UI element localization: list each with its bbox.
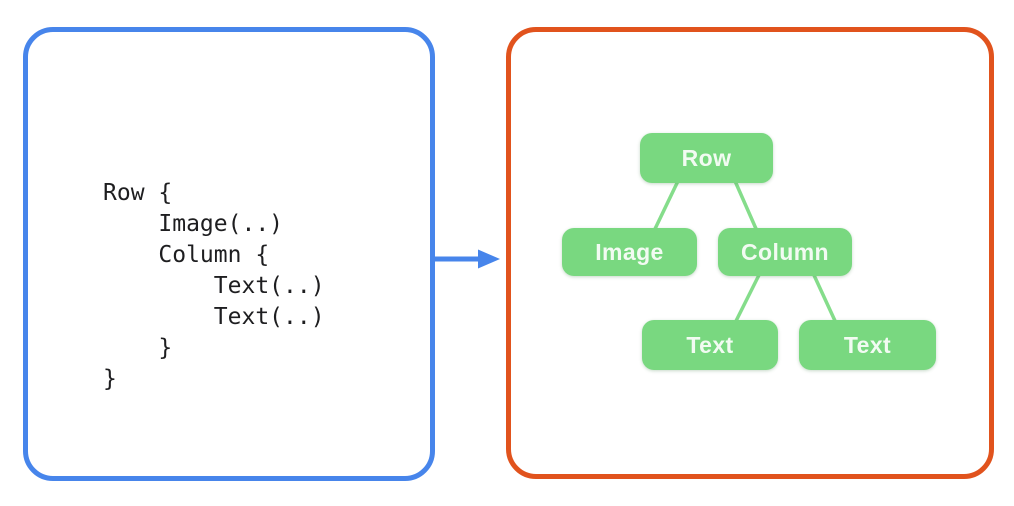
tree-node-text-2: Text [799,320,936,370]
code-line-3: Column { [103,242,270,268]
edge-column-text-1 [733,271,762,325]
tree-node-column: Column [718,228,852,276]
arrow-head [478,249,500,269]
code-panel: Row { Image(..) Column { Text(..) Text(.… [23,27,435,481]
tree-panel: Row Image Column Text Text [506,27,994,479]
code-line-4: Text(..) [103,273,325,299]
code-line-1: Row { [103,180,173,206]
tree-node-text-1: Text [642,320,778,370]
code-block: Row { Image(..) Column { Text(..) Text(.… [103,178,325,395]
edge-row-column [733,179,759,233]
code-line-6: } [103,335,173,361]
tree-edges [652,179,838,325]
arrow-right-icon [435,249,500,269]
code-line-5: Text(..) [103,304,325,330]
code-line-7: } [103,366,117,392]
edge-column-text-2 [811,271,838,325]
tree-node-row: Row [640,133,773,183]
tree-node-image: Image [562,228,697,276]
code-line-2: Image(..) [103,211,284,237]
edge-row-image [652,179,680,233]
